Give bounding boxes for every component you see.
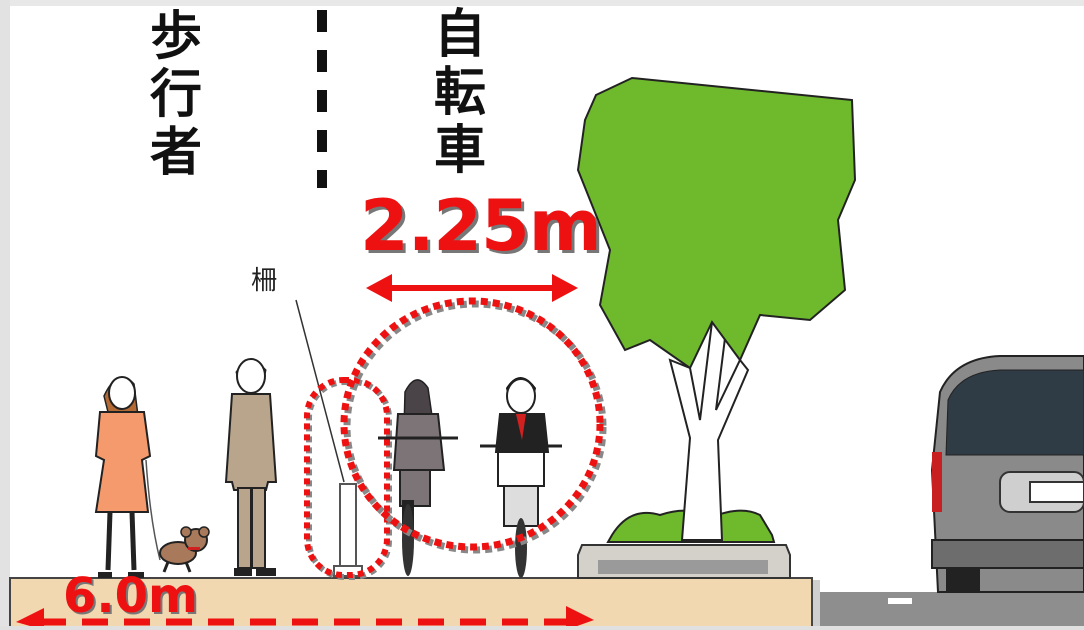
fence-post-icon — [295, 299, 363, 577]
bicycle-lane-width-label: 2.25m — [360, 185, 602, 267]
cyclist-boy-icon — [480, 377, 562, 578]
frame-top — [0, 0, 1084, 6]
bicycle-zone-outline — [340, 297, 607, 554]
cyclist-woman-icon — [378, 379, 458, 576]
frame-left — [0, 0, 10, 630]
sidewalk-width-label: 6.0m — [63, 568, 199, 624]
bicycle-lane-width-arrow — [366, 274, 578, 302]
fence-label: 柵 — [251, 266, 278, 296]
car-icon — [930, 355, 1084, 593]
tree-icon — [576, 76, 857, 579]
road — [812, 580, 1084, 630]
pedestrian-label: 歩行者 — [149, 7, 202, 183]
sidewalk-width-arrow — [16, 606, 594, 630]
lane-divider-dashed — [317, 10, 327, 188]
man-pedestrian-icon — [224, 358, 278, 576]
bicycle-label: 自転車 — [433, 5, 486, 181]
woman-pedestrian-icon — [94, 376, 161, 578]
dog-icon — [159, 526, 210, 573]
frame-bottom — [0, 626, 1084, 630]
